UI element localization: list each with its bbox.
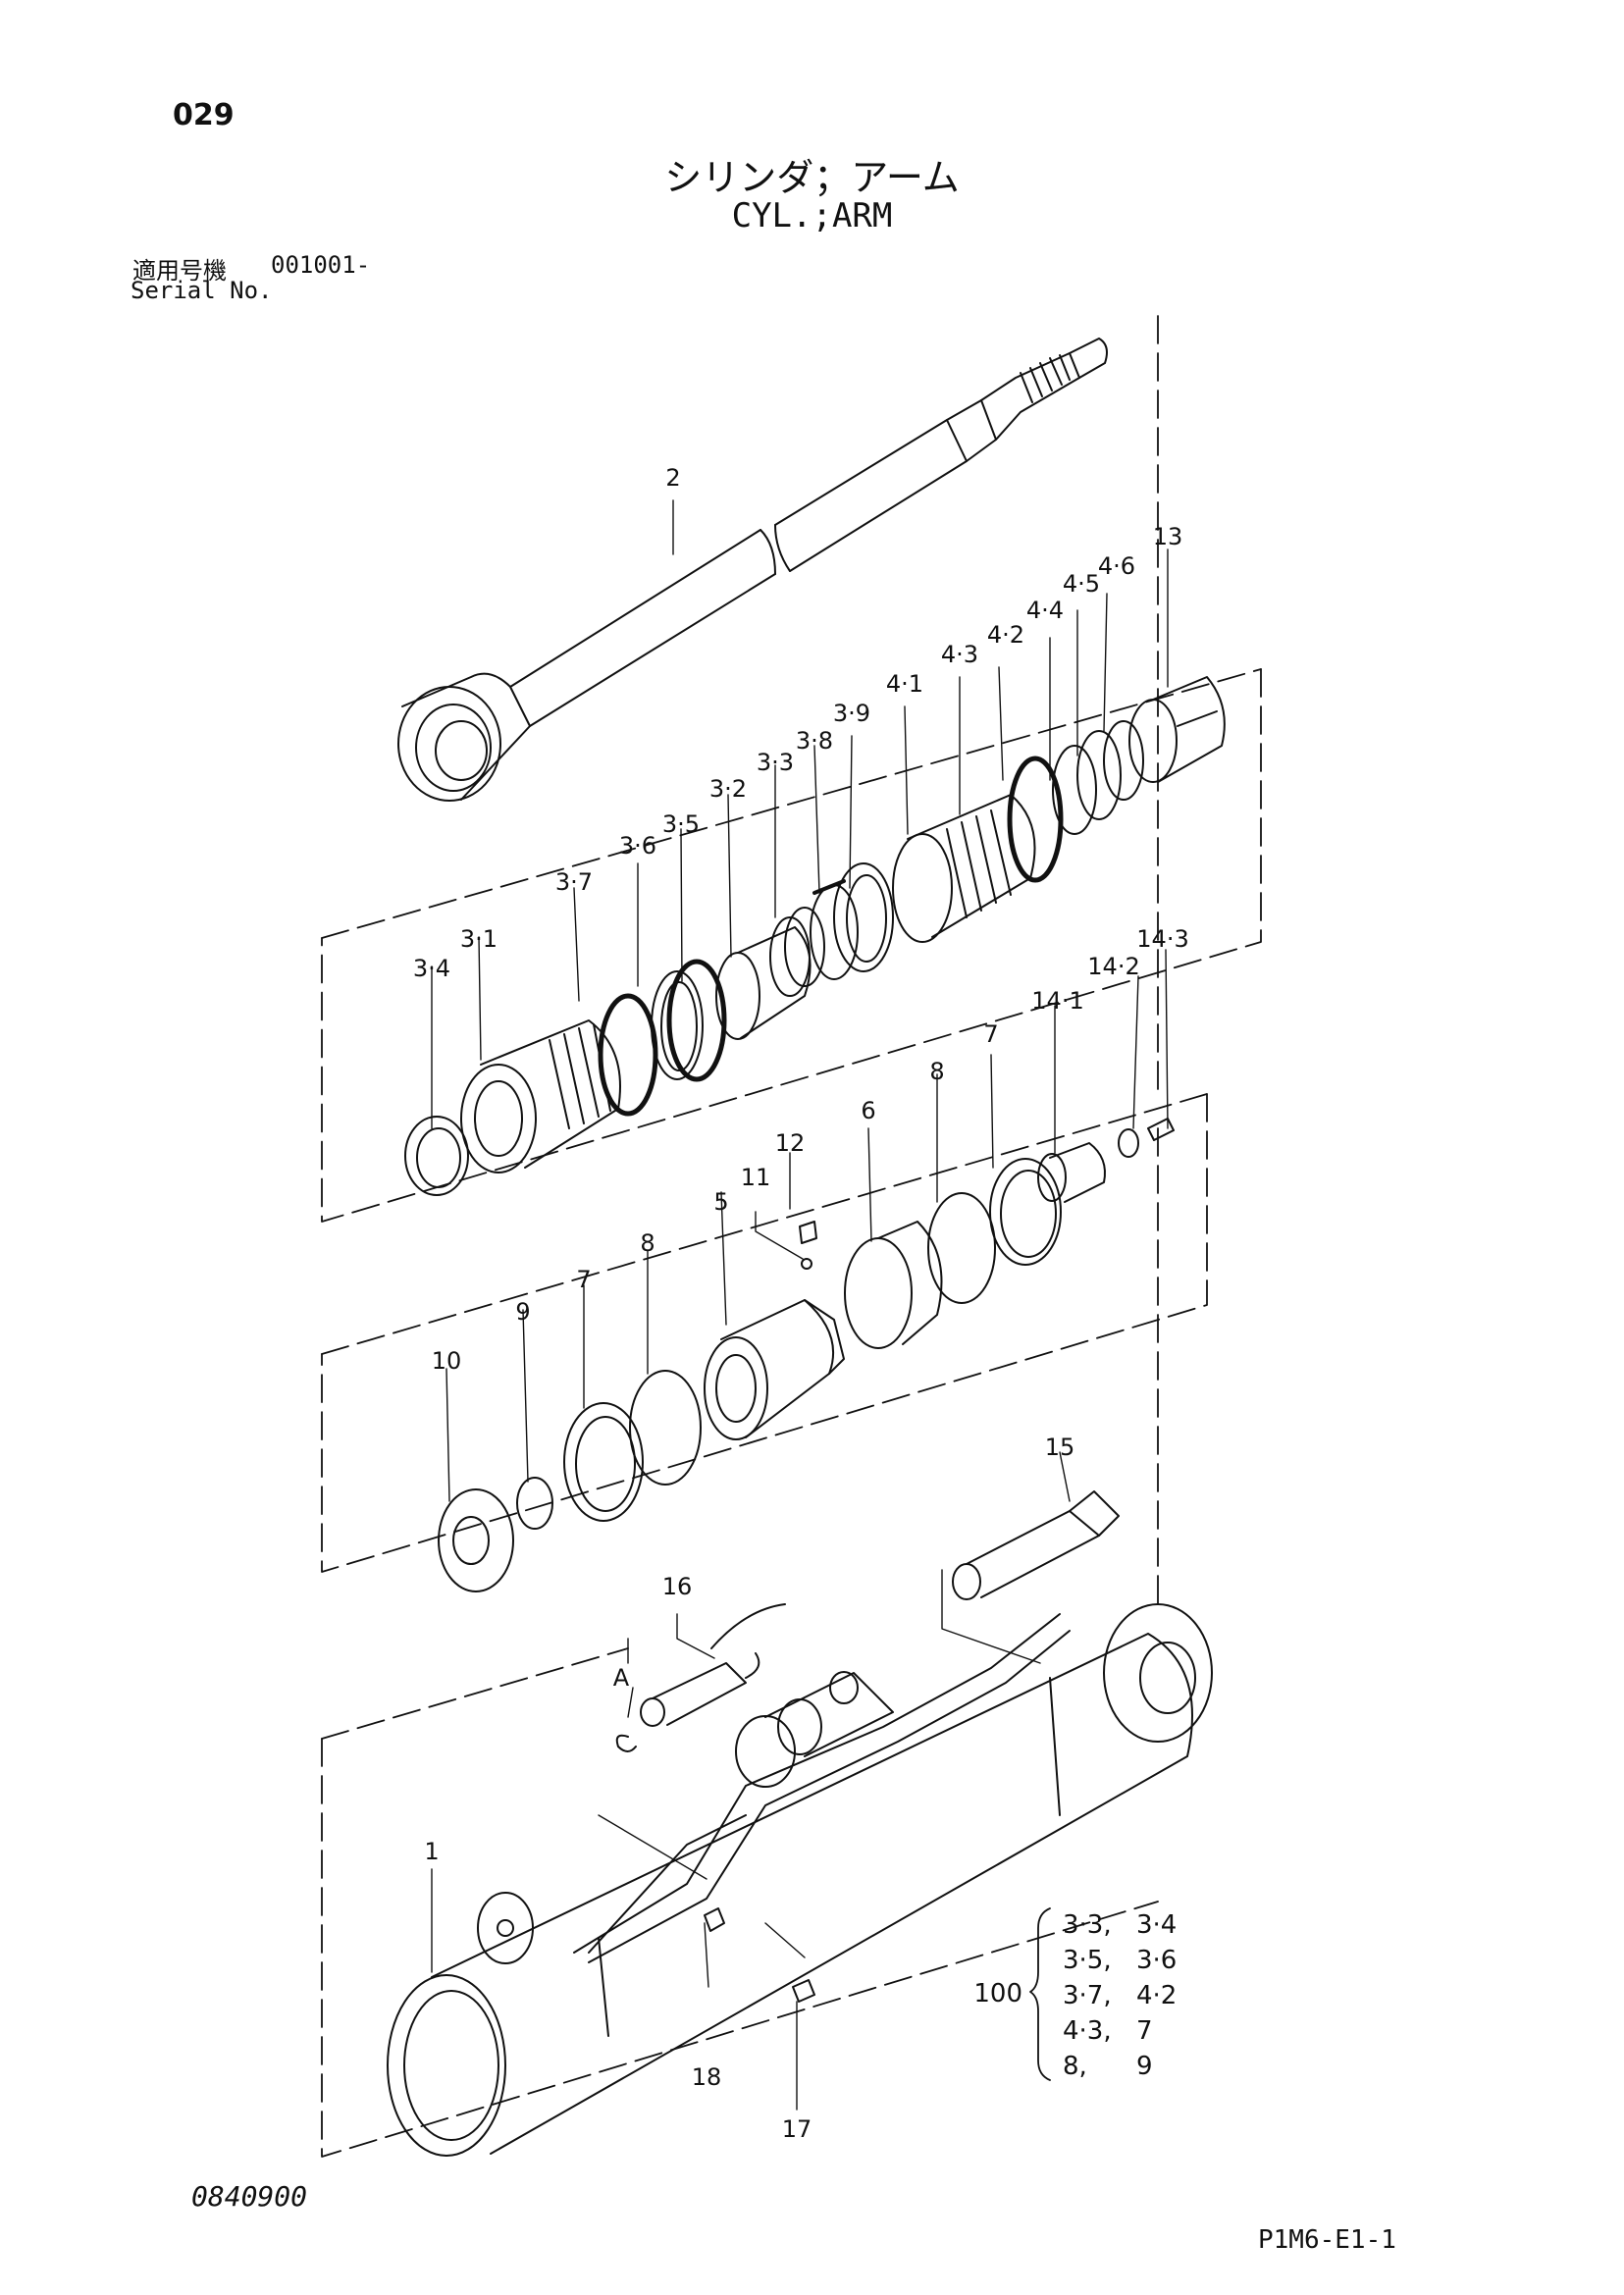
part-label: 3·9: [833, 700, 870, 727]
part-label: 5: [713, 1188, 728, 1216]
part-label: 3·2: [709, 775, 747, 803]
part-label: 4·3: [941, 641, 978, 668]
part-labels: 2 13 4·6 4·5 4·4 4·2 4·3 4·1 3·9 3·8 3·3…: [413, 464, 1189, 2143]
page-code: P1M6-E1-1: [1258, 2225, 1396, 2255]
part-label: 3·7: [555, 868, 593, 896]
part-label: 15: [1045, 1434, 1075, 1461]
seal-kit-100: 100 3·3, 3·4 3·5, 3·6 3·7, 4·2 4·3, 7 8,…: [973, 1907, 1177, 2081]
part-label: 9: [515, 1298, 530, 1326]
part-label: 18: [692, 2063, 722, 2091]
serial-label-english: Serial No.: [131, 277, 273, 304]
part-label: 8: [640, 1229, 655, 1257]
part-label: 7: [576, 1266, 591, 1293]
part-label: 3·1: [460, 925, 498, 953]
kit-item: 8,: [1063, 2052, 1087, 2081]
part-label: 14·2: [1087, 953, 1139, 980]
part-label: 12: [775, 1129, 806, 1157]
part-label: 2: [665, 464, 680, 492]
kit-item: 7: [1136, 2016, 1153, 2046]
serial-number: 001001-: [271, 251, 371, 279]
part-label: 1: [424, 1838, 439, 1865]
kit-item: 3·6: [1136, 1946, 1177, 1975]
cylinder-tube: [387, 1490, 1213, 2157]
part-label: 8: [929, 1058, 944, 1085]
kit-number: 100: [973, 1979, 1022, 2008]
part-label: 4·1: [886, 670, 923, 698]
part-label: 17: [782, 2115, 812, 2143]
kit-item: 3·4: [1136, 1910, 1177, 1940]
piston-rod: [397, 338, 1108, 802]
kit-item: 4·2: [1136, 1981, 1177, 2010]
part-label: 3·5: [662, 810, 700, 838]
leader-lines: [431, 499, 1169, 2111]
part-label: 10: [432, 1347, 462, 1375]
part-label: 3·8: [796, 727, 833, 755]
part-label: 3·6: [619, 832, 656, 860]
page-number: 029: [173, 98, 235, 132]
part-label: 6: [861, 1097, 875, 1124]
kit-item: 4·3,: [1063, 2016, 1112, 2046]
part-label: 16: [662, 1573, 693, 1600]
part-label: 3·4: [413, 955, 450, 982]
document-code: 0840900: [191, 2180, 308, 2213]
part-label: 14·1: [1031, 987, 1083, 1015]
part-label: 4·5: [1063, 570, 1100, 598]
title-japanese: シリンダ；アーム: [664, 156, 960, 199]
part-label: 13: [1153, 523, 1183, 550]
kit-item: 3·3,: [1063, 1910, 1112, 1940]
part-label: 3·3: [757, 749, 794, 776]
part-label: A: [613, 1664, 630, 1692]
kit-item: 3·5,: [1063, 1946, 1112, 1975]
panel-frames: [321, 315, 1262, 2158]
kit-item: 3·7,: [1063, 1981, 1112, 2010]
piston-assembly: [404, 676, 1226, 1196]
part-label: 4·6: [1098, 552, 1135, 580]
part-label: 7: [983, 1020, 998, 1048]
part-label: 4·4: [1026, 597, 1064, 624]
part-label: 4·2: [987, 621, 1024, 649]
part-label: 14·3: [1136, 925, 1188, 953]
title-english: CYL.;ARM: [731, 196, 893, 235]
part-label: 11: [741, 1164, 771, 1191]
kit-item: 9: [1136, 2052, 1153, 2081]
cushion-assembly: [438, 1118, 1175, 1592]
serial-label-japanese: 適用号機: [132, 257, 227, 285]
